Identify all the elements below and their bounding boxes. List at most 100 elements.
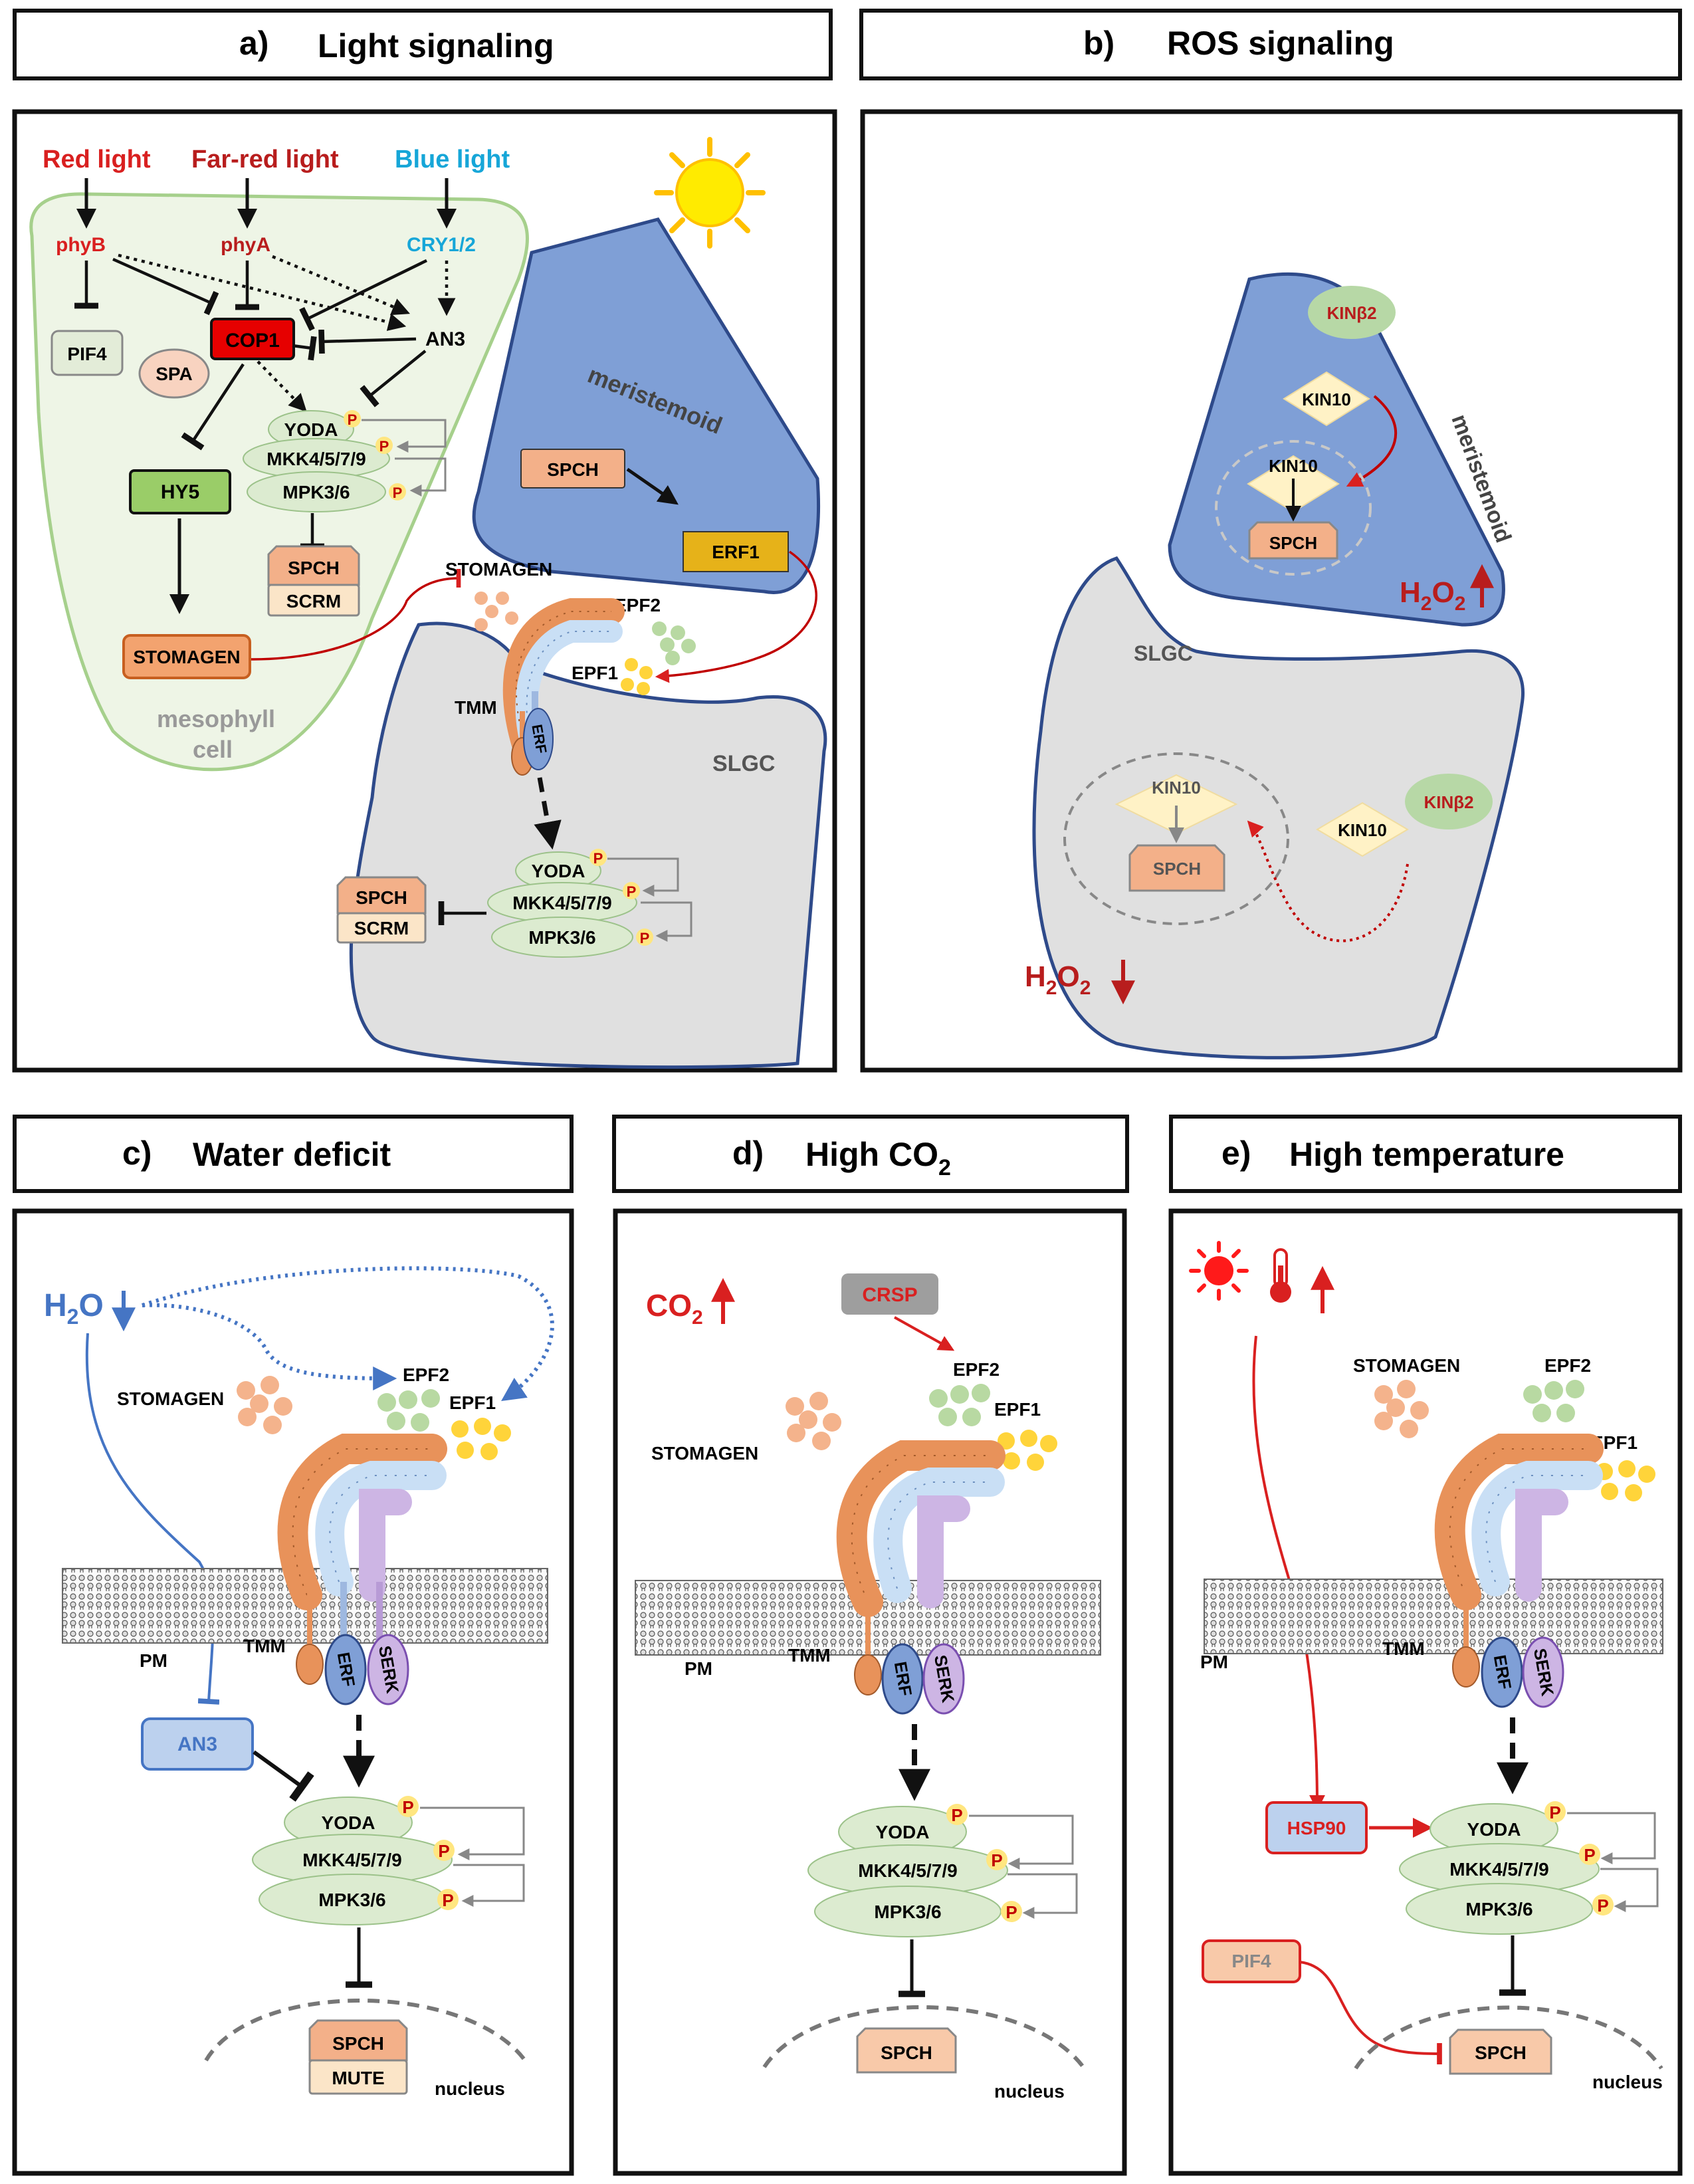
panel-b-title: ROS signaling [1167,25,1394,62]
spa-node [138,348,210,399]
crsp-box [841,1273,938,1315]
b-spch-top-box [1248,521,1338,560]
a-meristemoid [472,217,820,594]
d-stomagen-label: STOMAGEN [651,1443,758,1464]
c-spch-box [308,2019,408,2062]
a2-p1: P [593,850,603,867]
panel-c: H2O STOMAGEN EPF2 EPF1 PM TMM [12,1208,574,2176]
d-epf1-label: EPF1 [994,1399,1041,1420]
c-an3-inhibits-yoda [253,1750,314,1802]
a-pif4-box [51,330,124,376]
e-epf1-peptides [1596,1460,1655,1501]
d-receptor-complex: ERF SERK [836,1440,1006,1715]
b-slgc-label: SLGC [1134,641,1193,665]
hsp90-label: HSP90 [1287,1818,1346,1838]
panel-b-letter: b) [1083,25,1114,62]
a-epf1-peptides [621,658,653,695]
panel-a-letter: a) [239,25,268,62]
a2-p2: P [627,883,637,900]
c-yoda: YODA [322,1812,375,1833]
b-nucleus-bottom [1063,752,1289,925]
b-slgc [1032,556,1525,1059]
d-nucleus-label: nucleus [994,2081,1065,2102]
e-receptor-complex: ERF SERK [1434,1434,1604,1708]
c-an3-box [141,1717,254,1771]
d-mkk: MKK4/5/7/9 [858,1860,957,1881]
e-mapk-cascade: YODA MKK4/5/7/9 MPK3/6 P P P [1399,1801,1659,1935]
stomagen-inhibits-epf [251,568,461,661]
a1-p3: P [393,485,403,501]
phyA-label: phyA [221,234,270,256]
d-epf2-peptides [929,1384,990,1426]
b-kinb2-bottom [1405,774,1493,829]
crsp-label: CRSP [862,1284,917,1306]
panel-e-title-box: e) High temperature [1169,1115,1682,1193]
a2-mkk: MKK4/5/7/9 [512,893,611,913]
b-kin10-inner-label: KIN10 [1269,456,1318,476]
e-nucleus-label: nucleus [1592,2072,1663,2092]
c-p1: P [402,1797,413,1817]
panel-d-letter: d) [732,1135,764,1172]
a2-p3: P [640,930,650,946]
panel-b: meristemoid KINβ2 KIN10 KIN10 SPCH H2O2 … [860,109,1683,1073]
panel-a: Red light Far-red light Blue light mesop… [12,109,837,1073]
a-pif4-label: PIF4 [67,344,107,364]
panel-d-title: High CO [805,1136,938,1173]
panel-c-title-box: c) Water deficit [13,1115,574,1193]
erf1-label: ERF1 [712,542,760,562]
c-nucleus-envelope [204,1999,527,2062]
d-p1: P [951,1805,962,1825]
a1-mpk: MPK3/6 [282,482,350,502]
phyA-to-an3 [272,255,410,316]
b-kin10-enters-nucleus [1346,395,1398,487]
a1-p2: P [379,438,389,455]
e-stomagen-label: STOMAGEN [1353,1355,1460,1376]
a-stomagen-peptides [475,592,518,631]
a1-spch-box [267,545,360,586]
an3-inhibits-cop1 [318,329,417,354]
a2-spch: SPCH [547,459,599,480]
a-receptor-to-yoda [534,777,562,850]
b-spch-bottom-box [1128,844,1225,892]
c-mapk-cascade: YODA MKK4/5/7/9 MPK3/6 P P P [252,1796,525,1925]
d-nucleus-envelope [762,2005,1085,2068]
b-kinb2-top [1308,286,1396,339]
mesophyll-label-1: mesophyll [157,705,275,732]
cop1-box [210,318,295,360]
c-mute: MUTE [332,2068,384,2088]
c-h2o-label: H2O [44,1288,104,1329]
phyB-label: phyB [56,234,106,256]
phyB-inhibits-cop1 [112,257,219,316]
cop1-an3-link [292,336,317,361]
far-red-light-label: Far-red light [191,146,339,173]
e-p3: P [1597,1896,1608,1915]
a1-scrm-box [267,584,360,617]
b-kin10-cyto-diamond [1316,802,1409,857]
panel-d-title-box: d) High CO2 [612,1115,1129,1193]
d-spch-box [856,2027,957,2074]
a1-mkk: MKK4/5/7/9 [266,449,366,469]
c-spch: SPCH [332,2033,384,2054]
c-mpk: MPK3/6 [318,1890,385,1910]
panel-a-title: Light signaling [318,27,554,64]
cry-label: CRY1/2 [407,234,476,256]
e-pm-label: PM [1200,1652,1228,1672]
a2-spch-box [520,449,625,489]
a-stomagen-label: STOMAGEN [445,559,552,580]
e-p2: P [1584,1845,1595,1865]
a2-yoda: YODA [532,861,585,881]
mesophyll-label-2: cell [193,736,233,763]
e-stomagen-peptides [1374,1380,1429,1438]
e-epf2-peptides [1523,1380,1584,1422]
panel-d-title-sub: 2 [938,1155,951,1180]
b-nucleus-top [1215,440,1372,576]
c-epf2-peptides [377,1389,440,1432]
e-pif4-box [1202,1939,1301,1983]
d-yoda: YODA [876,1822,930,1842]
d-mpk: MPK3/6 [874,1902,941,1922]
a-tmm-label: TMM [455,697,497,718]
e-p1: P [1549,1802,1560,1822]
c-p2: P [438,1841,449,1861]
a-mapk-cascade-2: YODA MKK4/5/7/9 MPK3/6 P P P [487,849,692,958]
